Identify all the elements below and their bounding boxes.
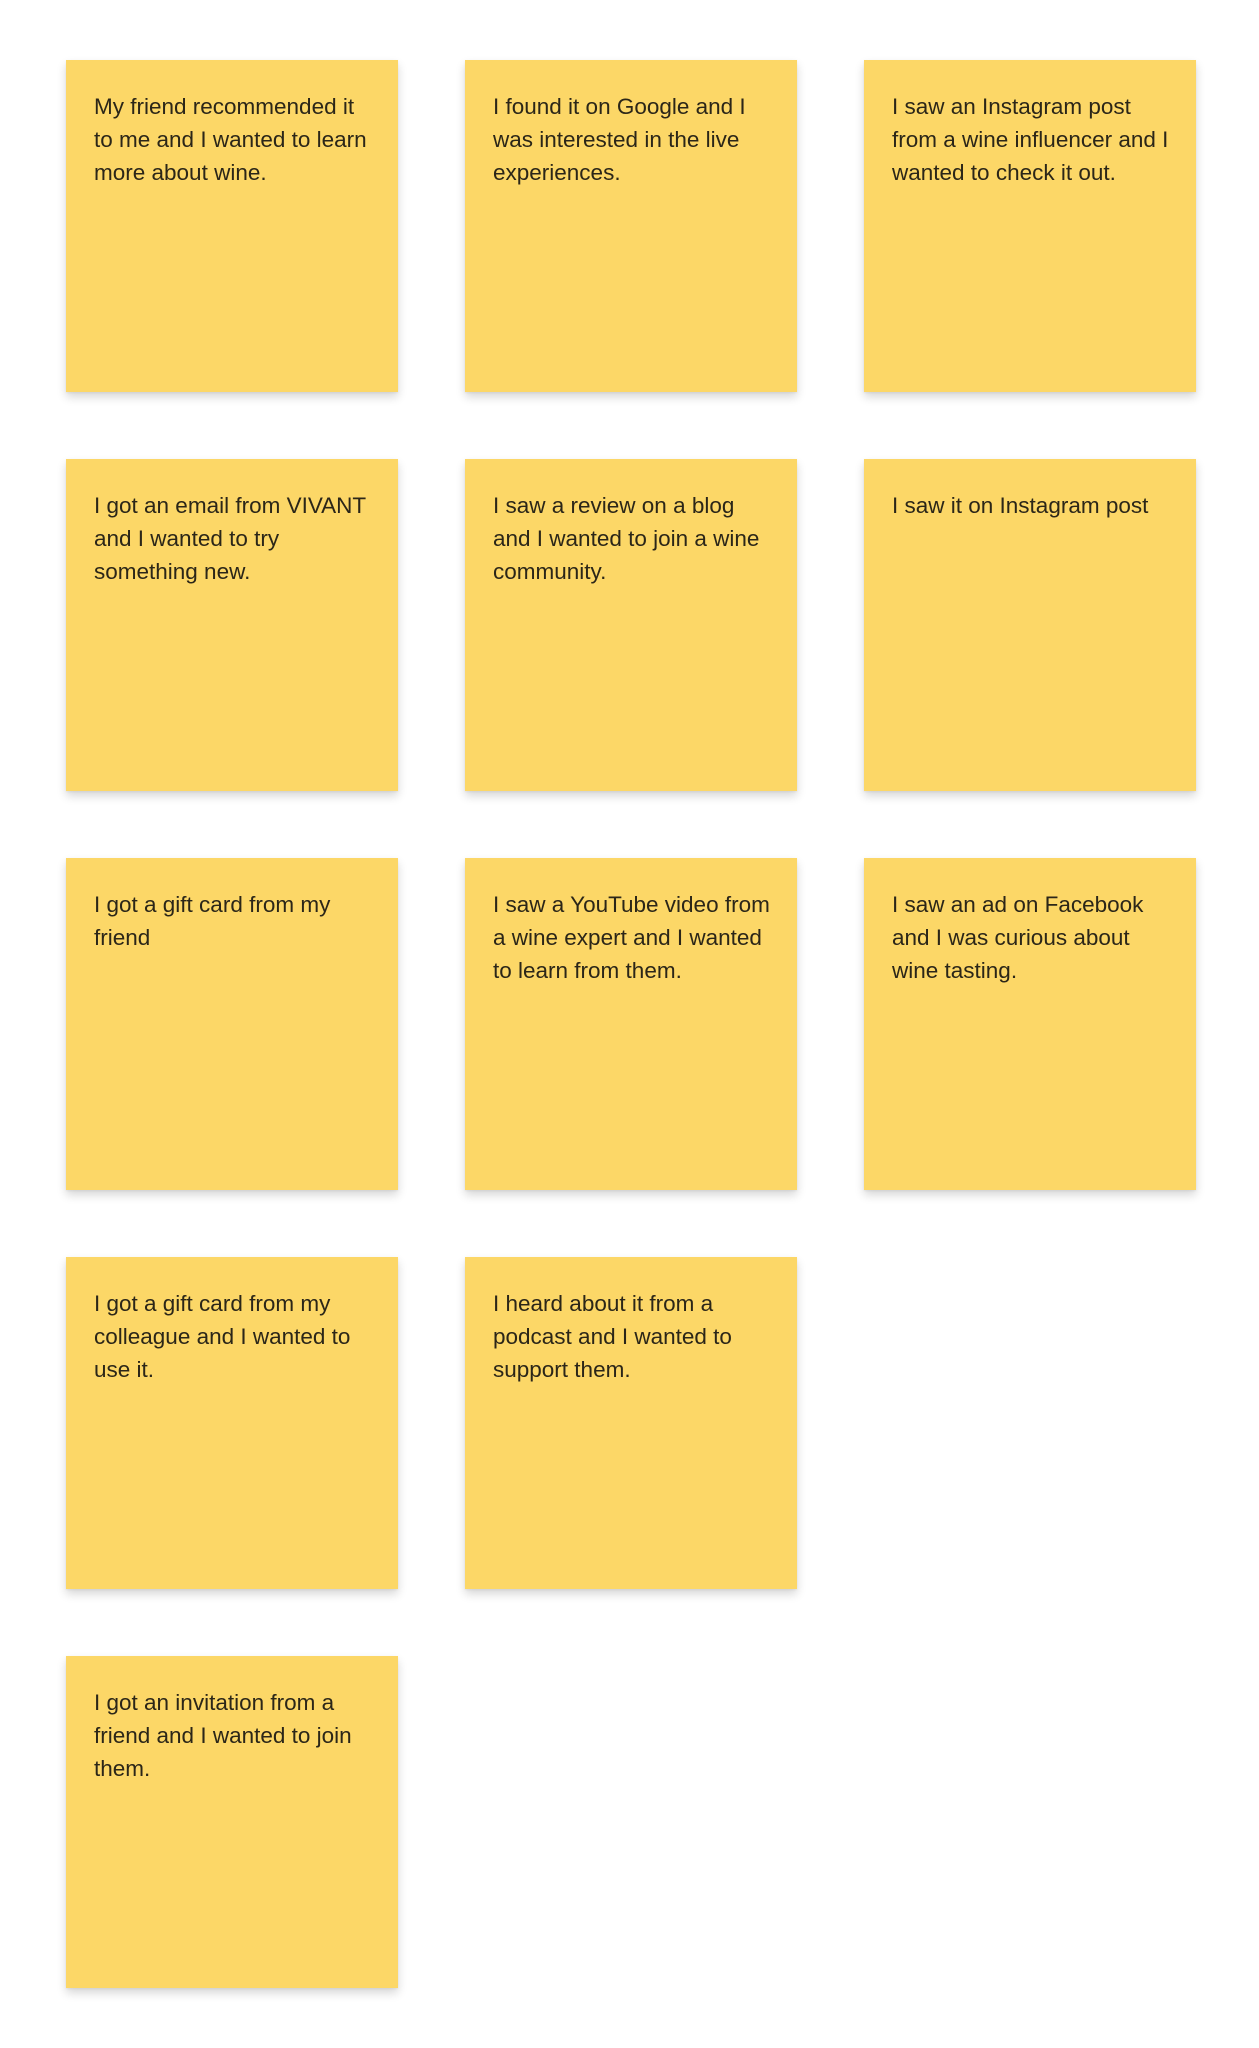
- sticky-note-text: I saw it on Instagram post: [892, 493, 1149, 518]
- sticky-note-text: My friend recommended it to me and I wan…: [94, 94, 367, 185]
- sticky-note[interactable]: I saw an ad on Facebook and I was curiou…: [864, 858, 1196, 1190]
- sticky-note-text: I saw a review on a blog and I wanted to…: [493, 493, 760, 584]
- sticky-note-text: I heard about it from a podcast and I wa…: [493, 1291, 732, 1382]
- sticky-note[interactable]: I got a gift card from my colleague and …: [66, 1257, 398, 1589]
- sticky-note[interactable]: I got an invitation from a friend and I …: [66, 1656, 398, 1988]
- sticky-note-text: I got an email from VIVANT and I wanted …: [94, 493, 366, 584]
- sticky-note[interactable]: I got an email from VIVANT and I wanted …: [66, 459, 398, 791]
- sticky-note-text: I saw a YouTube video from a wine expert…: [493, 892, 770, 983]
- sticky-note-text: I got an invitation from a friend and I …: [94, 1690, 352, 1781]
- sticky-note[interactable]: I saw an Instagram post from a wine infl…: [864, 60, 1196, 392]
- sticky-note[interactable]: I saw it on Instagram post: [864, 459, 1196, 791]
- sticky-note-text: I got a gift card from my friend: [94, 892, 331, 950]
- sticky-note[interactable]: My friend recommended it to me and I wan…: [66, 60, 398, 392]
- sticky-note-text: I got a gift card from my colleague and …: [94, 1291, 351, 1382]
- sticky-note[interactable]: I saw a review on a blog and I wanted to…: [465, 459, 797, 791]
- sticky-note[interactable]: I found it on Google and I was intereste…: [465, 60, 797, 392]
- sticky-note[interactable]: I saw a YouTube video from a wine expert…: [465, 858, 797, 1190]
- sticky-note[interactable]: I heard about it from a podcast and I wa…: [465, 1257, 797, 1589]
- sticky-note[interactable]: I got a gift card from my friend: [66, 858, 398, 1190]
- sticky-note-text: I saw an Instagram post from a wine infl…: [892, 94, 1169, 185]
- sticky-note-text: I found it on Google and I was intereste…: [493, 94, 746, 185]
- sticky-note-text: I saw an ad on Facebook and I was curiou…: [892, 892, 1144, 983]
